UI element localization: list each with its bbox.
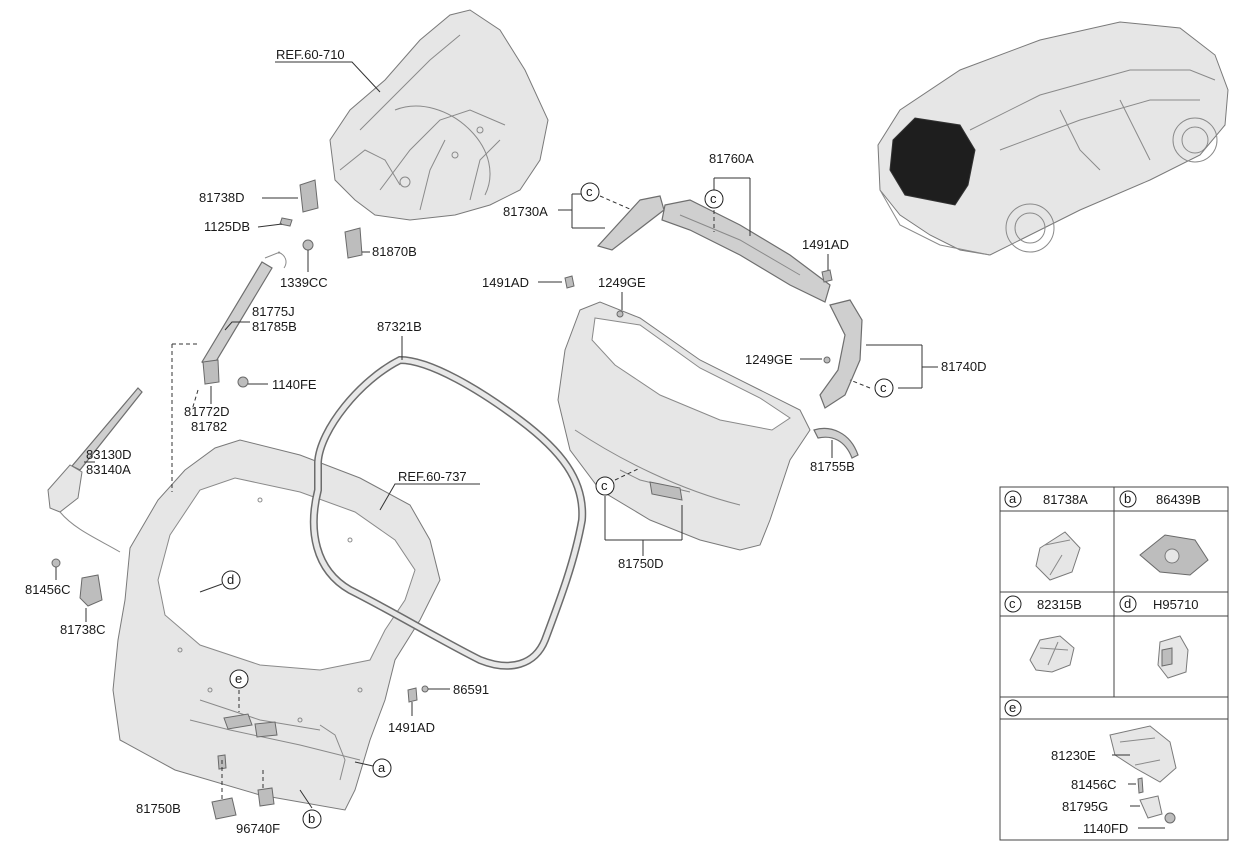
label-1491ad-left: 1491AD	[482, 275, 529, 290]
leader-lines	[55, 61, 938, 809]
gas-lift-strut-drawing	[201, 251, 287, 388]
label-83140a: 83140A	[86, 462, 131, 477]
label-81772d: 81772D	[184, 404, 230, 419]
svg-text:c: c	[601, 478, 608, 493]
callout-b: b	[302, 809, 322, 829]
label-96740f: 96740F	[236, 821, 280, 836]
svg-text:d: d	[227, 572, 234, 587]
legend-e-81230e: 81230E	[1051, 748, 1096, 763]
label-81750b: 81750B	[136, 801, 181, 816]
legend-b-part-drawing	[1139, 534, 1209, 576]
svg-text:b: b	[308, 811, 315, 826]
callout-c-lower: c	[595, 476, 615, 496]
legend-a-marker: a	[1004, 490, 1022, 508]
label-1339cc: 1339CC	[280, 275, 328, 290]
label-1491ad-right: 1491AD	[802, 237, 849, 252]
trim-piece-81755b-drawing	[813, 427, 859, 459]
label-1249ge-right: 1249GE	[745, 352, 793, 367]
legend-a-part-drawing	[1035, 531, 1081, 581]
svg-text:e: e	[235, 671, 242, 686]
label-81870b: 81870B	[372, 244, 417, 259]
label-81785b: 81785B	[252, 319, 297, 334]
wiper-arm-drawing	[47, 387, 143, 607]
inner-trim-panel-drawing	[557, 301, 811, 551]
legend-e-part-drawing	[1109, 725, 1177, 824]
legend-d-part-drawing	[1157, 635, 1189, 679]
weatherstrip-seal-drawing	[309, 355, 587, 670]
legend-table: a 81738A b 86439B c 82315B d H95710 e	[999, 486, 1229, 841]
upper-garnish-drawing	[661, 199, 831, 303]
part-labels: REF.60-710 81738D 1125DB 81870B 1339CC 8…	[25, 47, 987, 836]
svg-text:c: c	[880, 380, 887, 395]
legend-a-part: 81738A	[1043, 492, 1088, 507]
label-81782: 81782	[191, 419, 227, 434]
right-pillar-trim-drawing	[819, 299, 863, 409]
body-structure-drawing	[279, 9, 549, 259]
legend-c-part: 82315B	[1037, 597, 1082, 612]
svg-text:c: c	[1009, 596, 1016, 611]
label-1491ad-bottom: 1491AD	[388, 720, 435, 735]
label-1249ge-top: 1249GE	[598, 275, 646, 290]
callout-c-upper-right: c	[704, 189, 724, 209]
label-83130d: 83130D	[86, 447, 132, 462]
legend-e-1140fd: 1140FD	[1083, 821, 1128, 836]
callout-a: a	[372, 758, 392, 778]
callout-c-right: c	[874, 378, 894, 398]
svg-text:e: e	[1009, 700, 1016, 715]
legend-d-marker: d	[1119, 595, 1137, 613]
label-81760a: 81760A	[709, 151, 754, 166]
callouts: c c c c d e a b	[221, 182, 894, 829]
vehicle-drawing	[877, 21, 1229, 256]
svg-text:d: d	[1124, 596, 1131, 611]
label-81755b: 81755B	[810, 459, 855, 474]
legend-b-part: 86439B	[1156, 492, 1201, 507]
legend-d-part: H95710	[1153, 597, 1199, 612]
svg-text:b: b	[1124, 491, 1131, 506]
svg-text:c: c	[586, 184, 593, 199]
label-81750d: 81750D	[618, 556, 664, 571]
callout-e: e	[229, 669, 249, 689]
label-81730a: 81730A	[503, 204, 548, 219]
legend-c-part-drawing	[1029, 635, 1075, 673]
ref-60-710-label: REF.60-710	[276, 47, 345, 62]
label-1140fe: 1140FE	[272, 377, 317, 392]
label-86591: 86591	[453, 682, 489, 697]
label-1125db: 1125DB	[204, 219, 250, 234]
label-81738c: 81738C	[60, 622, 106, 637]
legend-e-81795g: 81795G	[1062, 799, 1108, 814]
label-81456c: 81456C	[25, 582, 71, 597]
legend-e-81456c: 81456C	[1071, 777, 1117, 792]
tailgate-panel-drawing	[112, 439, 441, 811]
callout-c-upper-left: c	[580, 182, 600, 202]
ref-60-737-label: REF.60-737	[398, 469, 467, 484]
label-81738d: 81738D	[199, 190, 245, 205]
left-pillar-trim-drawing	[596, 195, 665, 251]
label-81740d: 81740D	[941, 359, 987, 374]
label-81775j: 81775J	[252, 304, 295, 319]
svg-text:a: a	[1009, 491, 1017, 506]
label-87321b: 87321B	[377, 319, 422, 334]
legend-b-marker: b	[1119, 490, 1137, 508]
svg-text:a: a	[378, 760, 386, 775]
callout-d: d	[221, 570, 241, 590]
svg-text:c: c	[710, 191, 717, 206]
legend-c-marker: c	[1004, 595, 1022, 613]
legend-e-marker: e	[1004, 699, 1022, 717]
trim-clips	[564, 269, 833, 364]
